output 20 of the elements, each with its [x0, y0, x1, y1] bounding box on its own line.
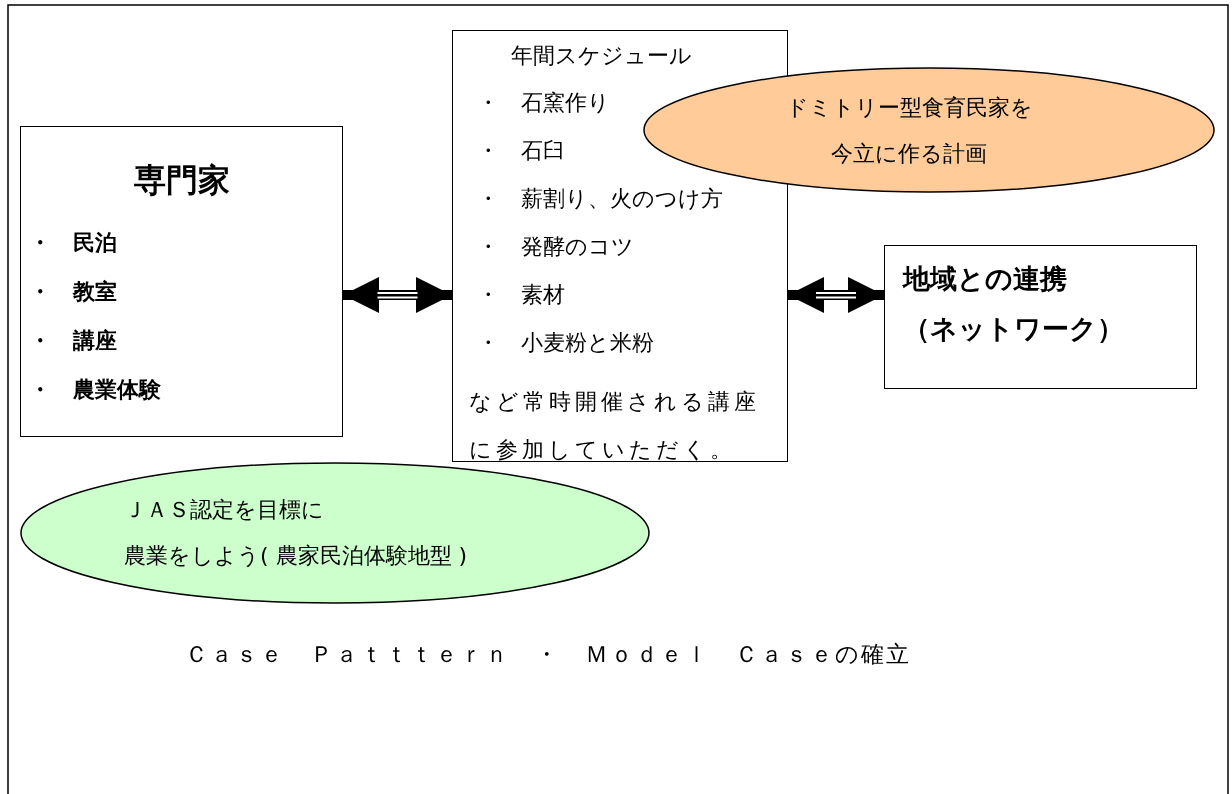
bullet-item: ・ 小麦粉と米粉: [477, 330, 654, 357]
paragraph: など常時開催される講座に参加していただく。: [469, 388, 761, 464]
box-heading: 専門家: [132, 161, 231, 200]
caption-text: Ｃａｓｅ Ｐａｔｔｔｅｒｎ ・ Ｍｏｄｅｌ Ｃａｓｅの確立: [185, 641, 911, 669]
text-box: [452, 30, 788, 462]
bullet-item: ・ 石窯作り: [477, 90, 610, 117]
text-box: [20, 126, 343, 437]
bullet-item: ・ 石臼: [477, 138, 565, 165]
bullet-item: ・ 講座: [29, 328, 117, 355]
bullet-item: ・ 薪割り、火のつけ方: [477, 186, 723, 213]
callout-text: ドミトリー型食育民家を今立に作る計画: [784, 94, 1034, 168]
text-box: [884, 245, 1197, 389]
bullet-item: ・ 民泊: [29, 230, 117, 257]
bullet-item: ・ 発酵のコツ: [477, 234, 634, 261]
box-heading: 地域との連携（ネットワーク）: [903, 262, 1125, 346]
bullet-item: ・ 素材: [477, 282, 565, 309]
bullet-item: ・ 教室: [29, 279, 117, 306]
bullet-item: ・ 農業体験: [29, 377, 161, 404]
box-heading: 年間スケジュール: [511, 43, 692, 70]
callout-text: ＪＡＳ認定を目標に農業をしよう( 農家民泊体験地型 ): [124, 496, 469, 570]
